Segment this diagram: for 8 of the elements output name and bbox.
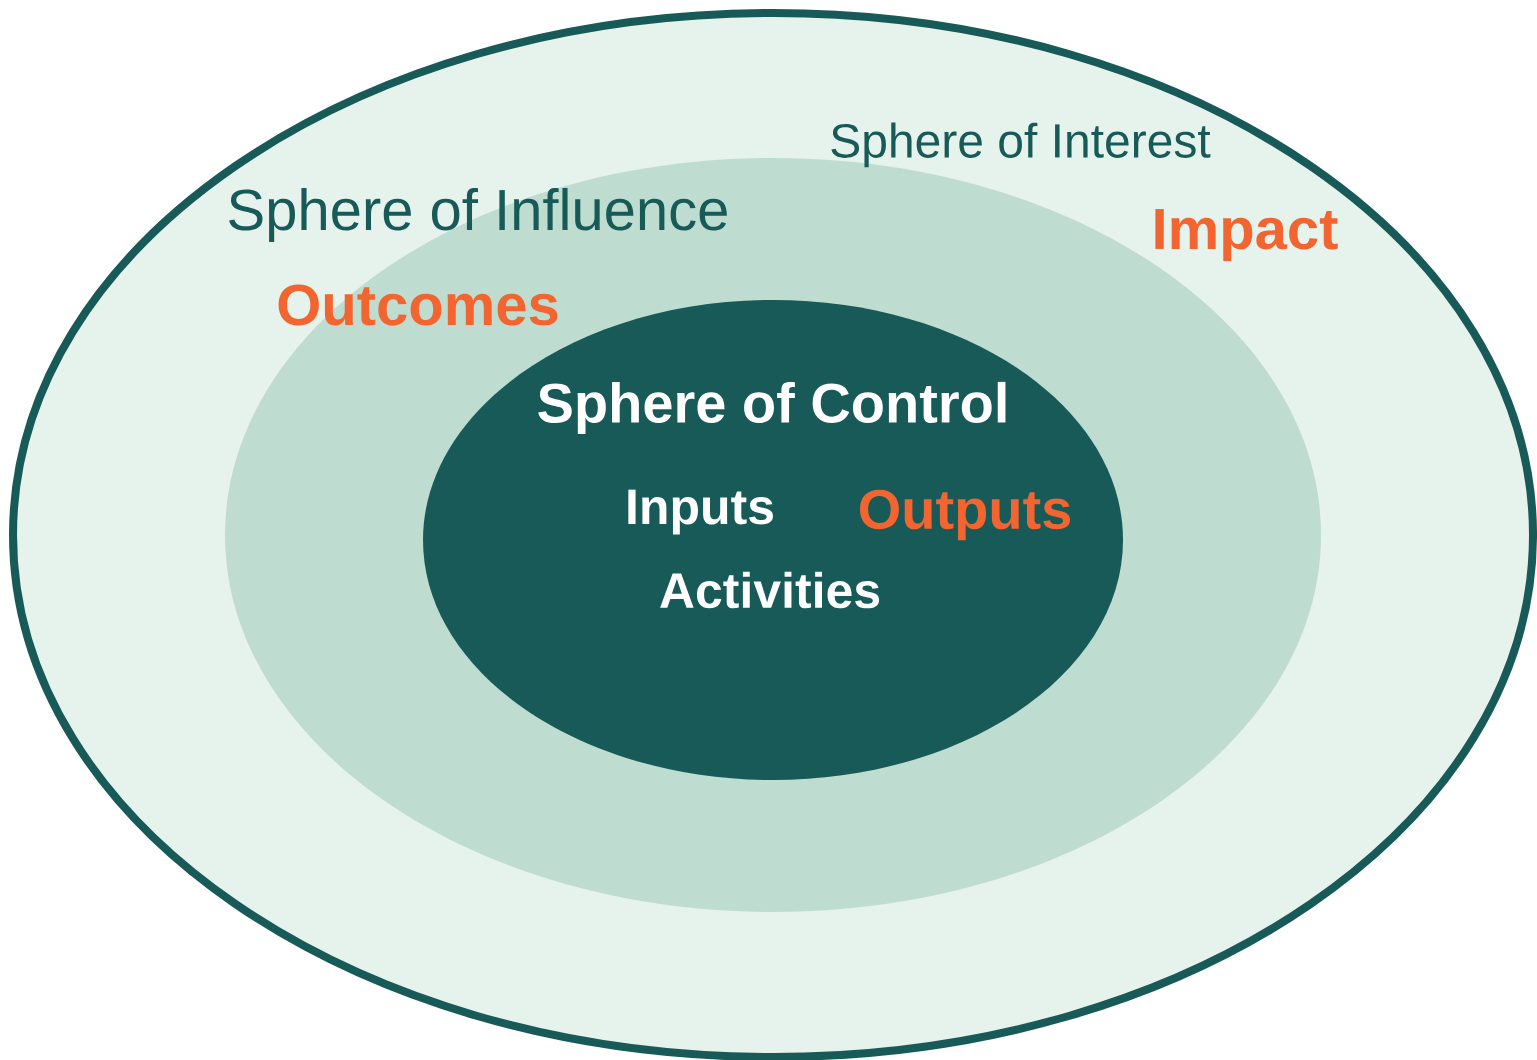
heading: Sphere of Control [538,381,1006,435]
label: Outputs [860,489,1071,541]
heading: Sphere of Interest [831,122,1211,168]
label: Impact [1155,209,1338,261]
heading: Sphere of Influence [229,187,727,242]
label: Inputs [628,489,773,535]
label: Outcomes [278,284,558,326]
label: Activities [660,571,880,609]
